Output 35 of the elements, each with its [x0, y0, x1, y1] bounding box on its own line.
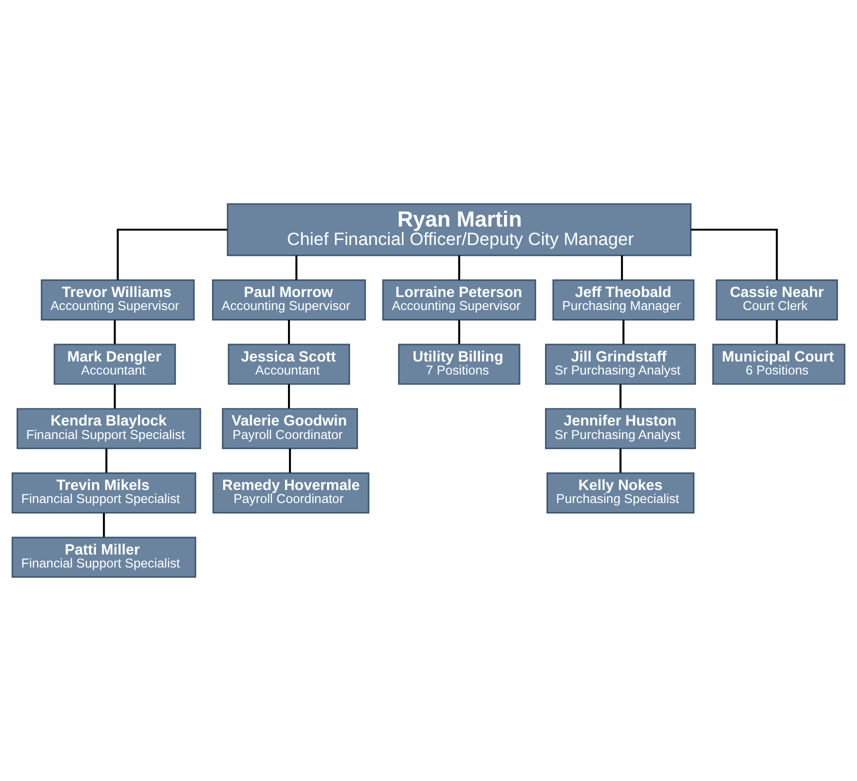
connector [116, 228, 228, 280]
connector [620, 384, 622, 408]
connector [620, 255, 623, 280]
node-box: Jennifer Huston Sr Purchasing Analyst [545, 408, 696, 450]
connector [288, 320, 290, 344]
node-box: Trevin Mikels Financial Support Specialist [12, 472, 196, 514]
node-box: Municipal Court 6 Positions [712, 344, 846, 385]
connector [295, 255, 298, 280]
node-box: Jill Grindstaff Sr Purchasing Analyst [545, 344, 696, 385]
connector [622, 320, 624, 344]
node-box: Ryan Martin Chief Financial Officer/Deputy City Manager [226, 203, 692, 256]
node-box: Kelly Nokes Purchasing Specialist [546, 472, 694, 514]
node-box: Patti Miller Financial Support Specialist [12, 536, 196, 578]
node-box: Kendra Blaylock Financial Support Specialist [16, 408, 202, 450]
node-box: Utility Billing 7 Positions [398, 344, 520, 385]
connector [114, 320, 116, 344]
connector [620, 448, 622, 473]
node-box: Mark Dengler Accountant [54, 344, 176, 385]
connector [102, 512, 105, 538]
connector [458, 255, 460, 280]
connector [458, 320, 460, 344]
connector [690, 228, 778, 280]
node-box: Jessica Scott Accountant [228, 344, 350, 385]
node-box: Valerie Goodwin Payroll Coordinator [222, 408, 358, 450]
node-box: Cassie Neahr Court Clerk [716, 279, 838, 320]
connector [288, 448, 291, 473]
connector [288, 384, 290, 408]
node-box: Paul Morrow Accounting Supervisor [212, 279, 366, 320]
connector [776, 320, 778, 344]
node-box: Lorraine Peterson Accounting Supervisor [382, 279, 536, 320]
connector [114, 384, 116, 408]
node-box: Trevor Williams Accounting Supervisor [40, 279, 195, 320]
node-box: Remedy Hovermale Payroll Coordinator [212, 472, 370, 514]
node-box: Jeff Theobald Purchasing Manager [552, 279, 694, 320]
connector [105, 448, 108, 473]
